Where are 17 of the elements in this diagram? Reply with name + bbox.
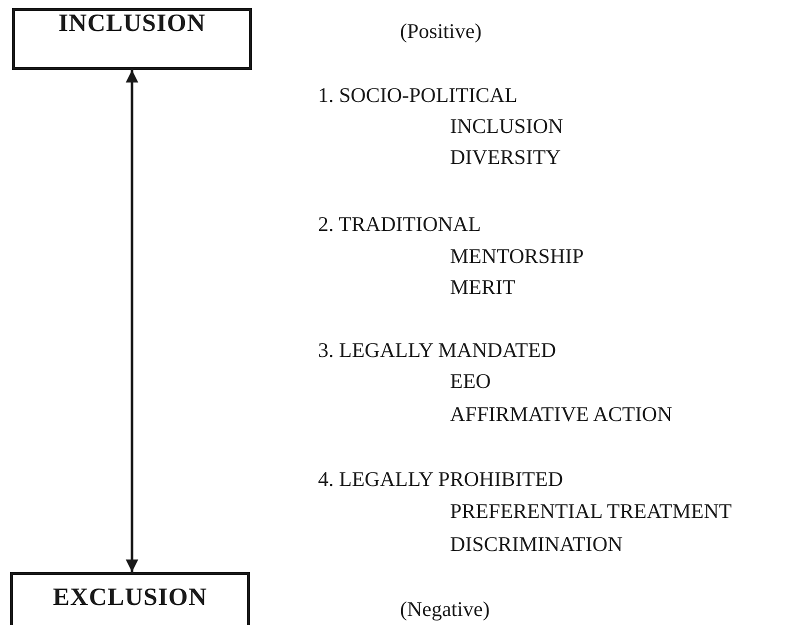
list-text: 3. LEGALLY MANDATED <box>318 337 556 363</box>
list-text: EEO <box>450 368 491 394</box>
list-text: PREFERENTIAL TREATMENT <box>450 498 732 524</box>
list-text: INCLUSION <box>450 113 564 139</box>
list-text: 4. LEGALLY PROHIBITED <box>318 466 564 492</box>
list-text: MERIT <box>450 274 516 300</box>
list-text: DISCRIMINATION <box>450 531 623 557</box>
list-text: (Negative) <box>400 596 490 622</box>
term-box: EXCLUSION <box>10 572 250 625</box>
term-box: INCLUSION <box>12 8 252 70</box>
list-text: AFFIRMATIVE ACTION <box>450 401 672 427</box>
list-text: 2. TRADITIONAL <box>318 211 481 237</box>
double-headed-arrow <box>126 70 138 572</box>
list-text: (Positive) <box>400 18 482 44</box>
list-text: 1. SOCIO-POLITICAL <box>318 82 518 108</box>
list-text: MENTORSHIP <box>450 243 584 269</box>
list-text: DIVERSITY <box>450 144 561 170</box>
